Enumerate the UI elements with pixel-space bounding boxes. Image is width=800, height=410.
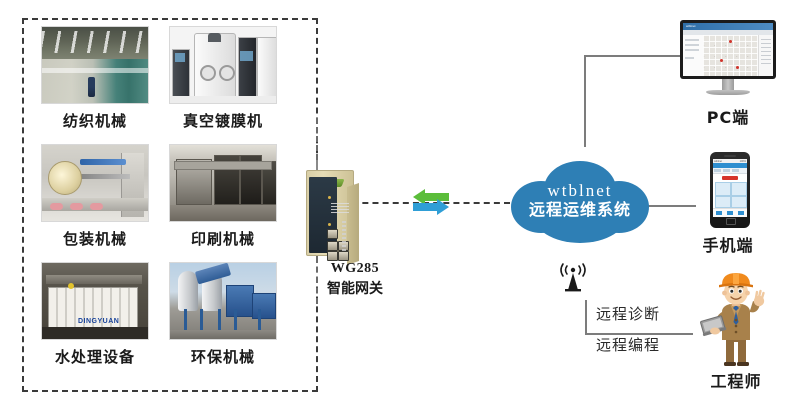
gateway-caption: WG285 智能网关 [300,258,410,299]
equipment-label: 环保机械 [190,348,255,366]
equipment-item-printing[interactable]: 印刷机械 [161,144,285,256]
service-label-remote-programming: 远程编程 [596,336,661,354]
vacuum-coating-machine-photo [169,26,277,104]
gateway-name: 智能网关 [327,281,383,297]
mobile-client-label: 手机端 [702,236,754,255]
textile-machinery-photo [41,26,149,104]
gateway-lan-port [327,241,338,251]
packaging-machinery-photo [41,144,149,222]
map-view [703,35,759,76]
gateway-status-led [328,223,331,226]
equipment-item-environmental[interactable]: 环保机械 [161,262,285,374]
equipment-label: 水处理设备 [54,348,135,366]
equipment-label: 包装机械 [62,230,127,248]
equipment-label: 印刷机械 [190,230,255,248]
cloud-platform[interactable]: wtblnet 远程运维系统 [505,155,655,247]
monitor-stand-neck [722,79,734,91]
connector-dashed-vertical-upper [316,118,318,160]
equipment-item-water-treatment[interactable]: DINGYUAN 水处理设备 [33,262,157,374]
connector-cloud-to-pc-horizontal [584,55,680,57]
service-label-remote-diagnosis: 远程诊断 [596,305,661,323]
connector-services-vertical [585,300,587,334]
gateway-chassis [306,170,359,265]
monitor-stand-base [706,90,750,95]
water-treatment-equipment-photo: DINGYUAN [41,262,149,340]
gateway-lan-port [327,251,338,261]
environmental-protection-machinery-photo [169,262,277,340]
equipment-item-vacuum-coating[interactable]: 真空镀膜机 [161,26,285,138]
equipment-label: 真空镀膜机 [182,112,263,130]
gateway-status-led [328,196,331,199]
printing-machinery-photo [169,144,277,222]
equipment-item-textile[interactable]: 纺织机械 [33,26,157,138]
desktop-monitor-icon[interactable]: wtblnet [680,20,776,102]
gateway-lan-port [338,251,349,261]
connector-dashed-vertical-lower [316,256,318,304]
equipment-item-packaging[interactable]: 包装机械 [33,144,157,256]
gateway-antenna-icon [316,160,318,172]
connector-services-to-engineer [585,333,693,335]
equipment-grid: 纺织机械 真空镀膜机 [33,26,293,366]
connector-cloud-to-phone [648,205,696,207]
gateway-uplink-port [327,229,338,239]
equipment-label: 纺织机械 [62,112,127,130]
bidirectional-arrow-icon [411,189,451,217]
engineer-label: 工程师 [710,372,762,391]
gateway-model: WG285 [330,261,380,276]
gateway-faceplate [309,177,349,261]
photo-watermark: DINGYUAN [78,318,120,325]
monitor-screen: wtblnet [680,20,776,79]
pc-client-label: PC端 [706,108,750,127]
wireless-antenna-icon [556,262,590,292]
gateway-device[interactable] [292,160,360,265]
engineer-avatar-icon[interactable] [700,272,772,368]
connector-cloud-to-pc-vertical [584,55,586,147]
